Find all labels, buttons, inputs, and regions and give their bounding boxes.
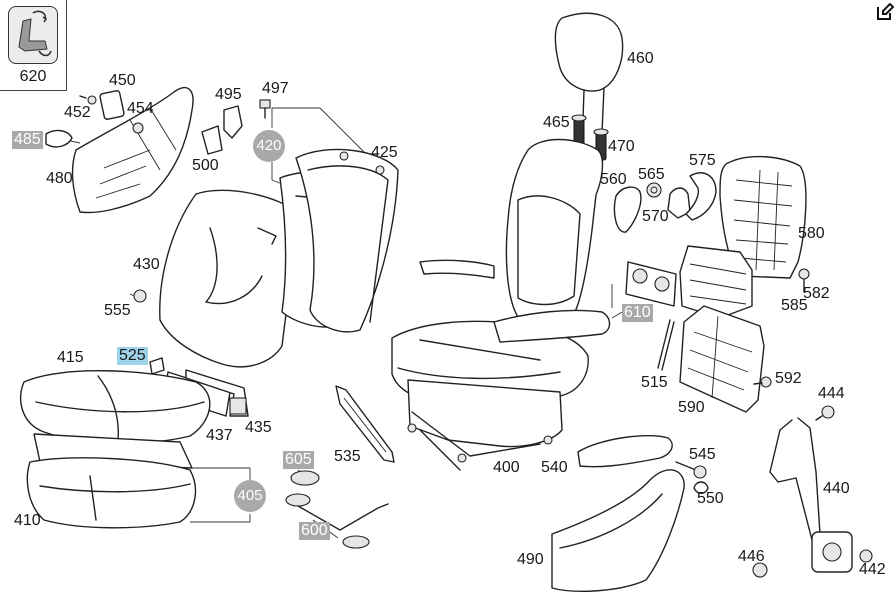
callout-500[interactable]: 500	[192, 157, 219, 174]
callout-410[interactable]: 410	[14, 512, 41, 529]
callout-444[interactable]: 444	[818, 385, 845, 402]
callout-560[interactable]: 560	[600, 171, 627, 188]
screw-592	[753, 376, 772, 388]
thumbnail-label: 620	[19, 68, 47, 85]
seat-adjust-icon	[8, 6, 58, 64]
callout-430[interactable]: 430	[133, 256, 160, 273]
callout-480[interactable]: 480	[46, 170, 73, 187]
callout-450[interactable]: 450	[109, 72, 136, 89]
seat-cushion-415	[20, 370, 211, 444]
edit-icon[interactable]	[876, 2, 895, 21]
complete-seat-400	[391, 138, 611, 471]
callout-490[interactable]: 490	[517, 551, 544, 568]
latch-485	[45, 129, 73, 148]
callout-400[interactable]: 400	[493, 459, 520, 476]
callout-540[interactable]: 540	[541, 459, 568, 476]
callout-497[interactable]: 497	[262, 80, 289, 97]
side-panel-490	[551, 469, 685, 592]
callout-535[interactable]: 535	[334, 448, 361, 465]
callout-555[interactable]: 555	[104, 302, 131, 319]
callout-582[interactable]: 582	[803, 285, 830, 302]
trim-clips	[646, 172, 717, 221]
callout-575[interactable]: 575	[689, 152, 716, 169]
backrest-shell-580	[719, 155, 807, 279]
callout-465[interactable]: 465	[543, 114, 570, 131]
panel-535	[335, 385, 395, 463]
seat-belt-440	[769, 417, 853, 573]
screws-442-444-446	[752, 405, 873, 578]
callout-550[interactable]: 550	[697, 490, 724, 507]
callout-470[interactable]: 470	[608, 138, 635, 155]
clip-555	[133, 289, 147, 303]
armrest-540	[577, 435, 673, 468]
callout-454[interactable]: 454	[127, 100, 154, 117]
heater-parts-605-600	[285, 470, 389, 549]
callout-600[interactable]: 600	[299, 522, 330, 540]
screw-545-cap-550	[675, 461, 709, 494]
screw-582	[798, 268, 810, 293]
buckle-450-452-454	[79, 90, 144, 134]
callout-610[interactable]: 610	[622, 304, 653, 322]
cover-560	[613, 186, 642, 233]
callout-590[interactable]: 590	[678, 399, 705, 416]
module-585	[679, 245, 753, 319]
control-panel-610	[625, 261, 677, 307]
callout-420[interactable]: 420	[253, 130, 285, 162]
callout-485[interactable]: 485	[12, 131, 43, 149]
callout-515[interactable]: 515	[641, 374, 668, 391]
callout-495[interactable]: 495	[215, 86, 242, 103]
callout-442[interactable]: 442	[859, 561, 886, 578]
seat-base-410	[26, 433, 197, 529]
callout-415[interactable]: 415	[57, 349, 84, 366]
backrest-foam-430	[159, 189, 297, 368]
callout-437[interactable]: 437	[206, 427, 233, 444]
callout-565[interactable]: 565	[638, 166, 665, 183]
callout-545[interactable]: 545	[689, 446, 716, 463]
callout-570[interactable]: 570	[642, 208, 669, 225]
callout-446[interactable]: 446	[738, 548, 765, 565]
callout-460[interactable]: 460	[627, 50, 654, 67]
callout-525[interactable]: 525	[117, 347, 148, 365]
housing-590	[679, 305, 765, 413]
back-frame-425	[295, 148, 399, 333]
callout-435[interactable]: 435	[245, 419, 272, 436]
rod-515	[657, 319, 675, 371]
callout-592[interactable]: 592	[775, 370, 802, 387]
side-trim-480	[71, 87, 194, 214]
seat-adjust-thumbnail[interactable]: 620	[0, 0, 67, 91]
callout-580[interactable]: 580	[798, 225, 825, 242]
callout-452[interactable]: 452	[64, 104, 91, 121]
callout-440[interactable]: 440	[823, 480, 850, 497]
callout-405[interactable]: 405	[234, 480, 266, 512]
callout-585[interactable]: 585	[781, 297, 808, 314]
brackets-495-497-500	[201, 99, 271, 155]
callout-425[interactable]: 425	[371, 144, 398, 161]
callout-605[interactable]: 605	[283, 451, 314, 469]
